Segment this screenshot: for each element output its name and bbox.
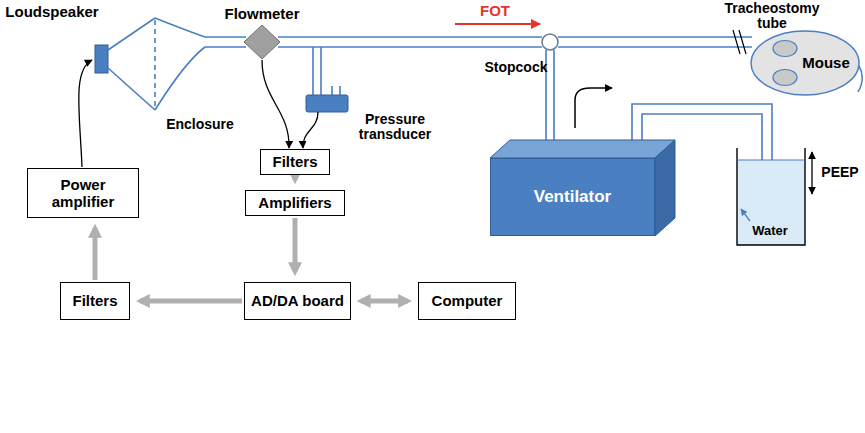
part-label: PEEP — [818, 165, 862, 180]
water-level — [737, 159, 805, 160]
flow-arrow — [575, 88, 612, 128]
fot-arrow — [455, 23, 540, 25]
mouse-body-shape — [751, 31, 859, 95]
signal-arrow — [140, 299, 242, 304]
stopcock-symbol — [542, 34, 558, 50]
computer-box: Computer — [418, 282, 516, 320]
flowmeter-symbol — [244, 25, 280, 59]
node-label: AD/DA board — [251, 292, 344, 309]
tracheostomy-mark — [733, 30, 746, 54]
mouse-body: Mouse — [750, 30, 860, 96]
beaker-outline — [737, 148, 805, 245]
ventilator-box: Ventilator — [490, 158, 655, 236]
part-label: Flowmeter — [212, 6, 312, 23]
signal-arrow — [93, 228, 98, 280]
transducer-port — [332, 86, 340, 95]
part-label: Loudspeaker — [2, 4, 102, 21]
water-fill — [737, 160, 805, 245]
filter-box: Filters — [60, 282, 130, 320]
power-amplifier-box: Power amplifier — [27, 168, 139, 218]
ventilator-side — [655, 140, 675, 236]
signal-wire — [303, 112, 318, 148]
part-label: FOT — [470, 3, 520, 20]
leader-line — [741, 209, 750, 221]
node-label: Filters — [72, 292, 117, 309]
pressure-transducer-symbol — [306, 95, 348, 112]
airway-tube — [205, 37, 772, 215]
part-label: Stopcock — [476, 60, 556, 75]
part-label: Water — [742, 224, 798, 238]
signal-arrow — [293, 218, 298, 272]
ventilator-top — [490, 140, 675, 158]
signal-wire — [262, 60, 289, 148]
peep-arrow — [811, 152, 812, 194]
adda-board-box: AD/DA board — [244, 282, 351, 320]
signal-wire — [79, 60, 92, 167]
node-label: Computer — [432, 292, 503, 309]
node-label: Amplifiers — [258, 194, 331, 211]
signal-arrow — [293, 177, 298, 180]
amplifier-box: Amplifiers — [245, 190, 345, 216]
lung-symbol — [773, 70, 797, 86]
node-label: Filters — [272, 153, 317, 170]
loudspeaker-symbol — [95, 45, 108, 73]
node-label: Mouse — [802, 54, 850, 71]
node-label: Ventilator — [534, 187, 611, 207]
part-label: Enclosure — [160, 117, 240, 132]
signal-arrow — [361, 299, 408, 304]
lung-symbol — [773, 40, 797, 56]
part-label: Pressure transducer — [350, 112, 440, 143]
filter-box: Filters — [260, 149, 330, 174]
mouse-tail — [858, 66, 862, 92]
node-label: Power amplifier — [28, 176, 138, 211]
part-label: Tracheostomy tube — [722, 1, 822, 32]
enclosure-outline — [108, 18, 205, 110]
